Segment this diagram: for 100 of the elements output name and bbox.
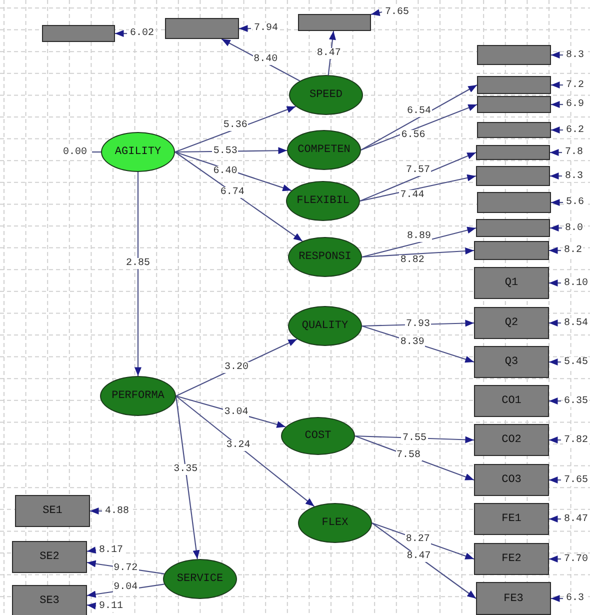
path-arrow	[175, 396, 200, 560]
latent-variable-ellipse: SPEED	[289, 75, 363, 115]
path-arrow	[134, 172, 142, 376]
coefficient-label: 0.00	[62, 146, 88, 158]
observed-variable-box	[477, 45, 551, 65]
observed-variable-box	[477, 122, 551, 138]
coefficient-label: 7.65	[384, 6, 410, 18]
coefficient-label: 2.85	[124, 258, 151, 270]
observed-variable-box: Q1	[474, 267, 549, 299]
coefficient-label: 7.57	[404, 165, 431, 176]
error-arrow	[550, 172, 562, 180]
error-arrow	[551, 82, 563, 88]
error-arrow	[549, 358, 561, 366]
observed-variable-box: SE3	[12, 585, 87, 615]
coefficient-label: 8.47	[316, 48, 342, 59]
error-arrow	[370, 9, 382, 16]
observed-variable-box	[165, 18, 239, 39]
error-arrow	[239, 25, 251, 32]
coefficient-label: 7.8	[564, 147, 584, 158]
observed-variable-box	[476, 166, 550, 186]
coefficient-label: 8.27	[404, 534, 431, 545]
error-arrow	[549, 398, 561, 404]
error-arrow	[549, 320, 561, 326]
error-arrow	[549, 476, 561, 484]
error-arrow	[86, 546, 96, 554]
coefficient-label: 6.40	[212, 166, 238, 177]
coefficient-label: 7.82	[563, 434, 590, 446]
coefficient-label: 6.54	[406, 106, 432, 117]
observed-variable-box: CO2	[474, 424, 549, 456]
latent-variable-ellipse: SERVICE	[163, 559, 237, 599]
coefficient-label: 6.35	[563, 396, 590, 406]
coefficient-label: 8.17	[98, 544, 124, 556]
coefficient-label: 7.93	[404, 319, 431, 330]
coefficient-label: 7.70	[563, 554, 590, 564]
path-arrow	[372, 522, 476, 599]
observed-variable-box	[477, 76, 551, 94]
latent-variable-ellipse: COMPETEN	[287, 130, 361, 170]
error-arrow	[551, 101, 563, 108]
path-arrow	[360, 174, 476, 202]
observed-variable-box: FE1	[474, 503, 549, 535]
coefficient-label: 8.2	[563, 245, 584, 256]
coefficient-label: 9.72	[112, 562, 139, 574]
coefficient-label: 7.65	[563, 474, 590, 486]
coefficient-label: 8.82	[399, 254, 426, 266]
observed-variable-box	[474, 241, 549, 260]
path-arrow	[362, 248, 474, 258]
coefficient-label: 7.58	[396, 450, 422, 462]
coefficient-label: 8.10	[563, 278, 590, 288]
coefficient-label: 5.53	[212, 146, 238, 157]
coefficient-label: 5.6	[565, 197, 586, 208]
coefficient-label: 8.47	[563, 514, 590, 524]
observed-variable-box	[476, 219, 550, 237]
coefficient-label: 5.36	[222, 120, 248, 131]
coefficient-label: 6.74	[219, 186, 246, 198]
latent-variable-ellipse: FLEXIBIL	[286, 181, 360, 221]
coefficient-label: 8.89	[406, 231, 432, 242]
coefficient-label: 8.54	[563, 318, 590, 328]
coefficient-label: 8.40	[252, 54, 279, 66]
latent-variable-ellipse: AGILITY	[101, 132, 175, 172]
error-arrow	[551, 199, 563, 206]
coefficient-label: 6.2	[565, 124, 586, 136]
latent-variable-ellipse: RESPONSI	[288, 237, 362, 277]
coefficient-label: 7.94	[253, 23, 280, 34]
coefficient-label: 8.0	[564, 222, 584, 234]
coefficient-label: 6.02	[129, 28, 156, 39]
error-arrow	[115, 30, 127, 37]
observed-variable-box	[298, 14, 371, 31]
coefficient-label: 5.45	[563, 356, 590, 368]
error-arrow	[550, 224, 562, 232]
coefficient-label: 7.55	[401, 432, 428, 444]
coefficient-label: 9.04	[112, 582, 139, 594]
error-arrow	[551, 52, 563, 58]
observed-variable-box	[476, 145, 550, 160]
error-arrow	[86, 602, 96, 610]
coefficient-label: 7.44	[399, 190, 426, 202]
coefficient-label: 3.24	[225, 440, 252, 452]
coefficient-label: 3.04	[223, 407, 250, 418]
coefficient-label: 6.56	[400, 130, 426, 142]
coefficient-label: 8.3	[564, 170, 584, 182]
error-arrow	[549, 247, 561, 254]
coefficient-label: 3.20	[224, 362, 250, 374]
coefficient-label: 8.47	[406, 551, 432, 562]
path-arrow	[360, 152, 476, 202]
path-arrow	[360, 84, 478, 150]
error-arrow	[549, 280, 561, 286]
error-arrow	[549, 436, 561, 444]
latent-variable-ellipse: COST	[281, 417, 355, 455]
observed-variable-box	[477, 96, 551, 113]
path-arrow	[360, 104, 478, 151]
path-arrow	[176, 396, 315, 507]
coefficient-label: 8.39	[399, 336, 426, 348]
observed-variable-box: Q2	[474, 307, 549, 339]
observed-variable-box: Q3	[474, 346, 549, 378]
coefficient-label: 7.2	[565, 80, 586, 90]
path-arrow	[174, 152, 303, 242]
path-arrow	[174, 106, 296, 153]
coefficient-label: 6.9	[565, 99, 586, 110]
coefficient-label: 9.11	[98, 600, 124, 612]
error-arrow	[551, 595, 563, 602]
observed-variable-box: SE1	[15, 495, 90, 527]
